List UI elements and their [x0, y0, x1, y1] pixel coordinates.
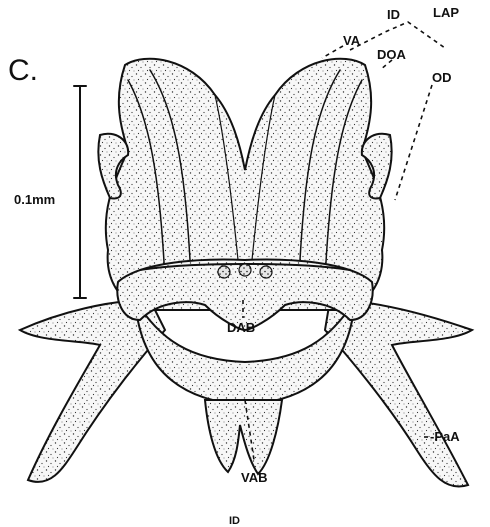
label-id-bottom: ID	[229, 515, 240, 527]
label-doa: DOA	[377, 47, 407, 62]
label-vab: VAB	[241, 470, 267, 485]
panel-letter: C.	[8, 54, 38, 87]
scale-bar-label: 0.1mm	[14, 192, 55, 207]
label-od: OD	[432, 70, 452, 85]
scale-bar	[74, 86, 86, 298]
label-va: VA	[343, 33, 361, 48]
label-id-top: ID	[387, 7, 400, 22]
label-dab: DAB	[227, 320, 255, 335]
label-lap: LAP	[433, 5, 459, 20]
label-paa: -PaA	[430, 429, 460, 444]
